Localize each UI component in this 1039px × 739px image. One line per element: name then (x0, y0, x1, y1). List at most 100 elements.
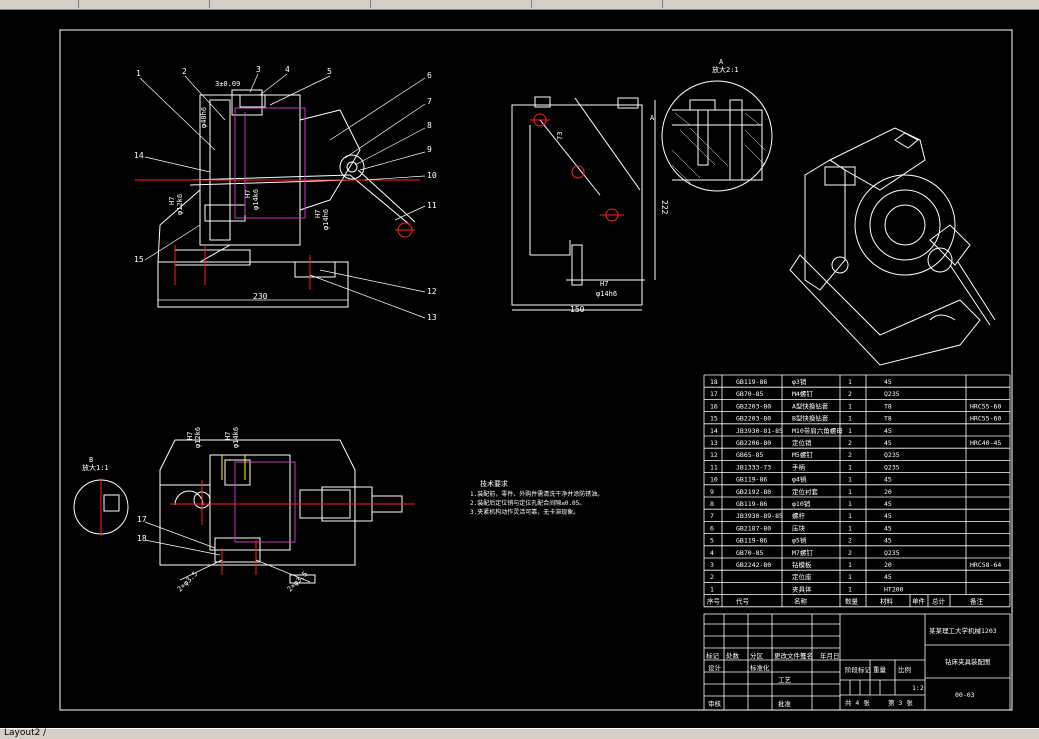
balloon-10: 10 (427, 171, 437, 180)
bom-header: 总计 (932, 597, 946, 606)
dim-fit3: H7 (314, 210, 322, 218)
balloon-7: 7 (427, 97, 432, 106)
bom-cell: GB2242-80 (736, 561, 771, 569)
bom-cell: Q235 (884, 463, 900, 471)
title-school: 某某理工大学机械1203 (929, 626, 997, 635)
tb-label-0: 标记 (706, 651, 720, 660)
bom-cell: GB119-86 (736, 476, 767, 484)
balloon-18: 18 (137, 534, 147, 543)
bom-cell: 20 (884, 488, 892, 496)
bom-cell: 45 (884, 537, 892, 545)
bom-cell: M5螺钉 (792, 450, 813, 459)
bom-header: 数量 (845, 597, 859, 606)
balloon-9: 9 (427, 145, 432, 154)
bom-cell: GB2206-80 (736, 439, 771, 447)
bom-header: 单件 (912, 597, 926, 606)
bom-cell: 1 (848, 512, 852, 520)
balloon-3: 3 (256, 65, 261, 74)
tb-label-9: 重量 (873, 666, 887, 674)
bom-cell: 2 (848, 537, 852, 545)
tech-notes: 技术要求 1.装配前，零件、外购件需清洗干净并涂防锈油。 2.装配后定位销与定位… (470, 479, 603, 516)
bom-cell: GB70-85 (736, 390, 763, 398)
tech-note-title: 技术要求 (480, 479, 508, 488)
bom-cell: φ4销 (792, 475, 807, 484)
balloon-4: 4 (285, 65, 290, 74)
title-block-text: 某某理工大学机械1203 钻床夹具装配图 00-03 1:2 共 4 张 第 3… (706, 626, 997, 708)
bom-cell: T8 (884, 402, 892, 410)
detail-a-hatch (671, 112, 766, 184)
plan-view-red (170, 480, 415, 575)
bom-cell: 1 (710, 585, 714, 593)
dim-fit1b: φ12k6 (176, 194, 184, 215)
tb-label-10: 比例 (898, 665, 911, 674)
front-view-leaders (139, 73, 426, 319)
title-block (703, 613, 1011, 711)
balloon-8: 8 (427, 121, 432, 130)
bom-header: 代号 (736, 597, 750, 606)
side-dim-fit: H7 (600, 280, 608, 288)
dim-fit2: H7 (244, 190, 252, 198)
bom-cell: GB2203-80 (736, 402, 771, 410)
bom-cell: JB3930-81-85 (736, 427, 783, 435)
layout-tab[interactable]: Layout2 / (0, 728, 1039, 739)
side-dim-h1: 73 (556, 132, 564, 140)
bom-cell: φ3销 (792, 377, 807, 386)
bom-cell: 45 (884, 439, 892, 447)
bom-cell: 10 (710, 476, 718, 484)
side-view-red (530, 113, 624, 222)
bom-cell: 15 (710, 415, 718, 423)
balloon-5: 5 (327, 67, 332, 76)
title-drawing-no: 00-03 (955, 691, 975, 699)
plan-view-yellow (221, 455, 246, 480)
bom-cell: 11 (710, 463, 718, 471)
tb-label-12: 工艺 (778, 676, 792, 684)
bom-cell: GB119-86 (736, 537, 767, 545)
bom-cell: 45 (884, 512, 892, 520)
bom-cell: 2 (848, 451, 852, 459)
bom-cell: 1 (848, 561, 852, 569)
bom-cell: GB119-86 (736, 378, 767, 386)
bom-cell: 手柄 (792, 462, 806, 471)
bom-cell: 定位座 (792, 572, 812, 581)
bom-cell: 18 (710, 378, 718, 386)
plan-view (159, 439, 408, 584)
balloon-15: 15 (134, 255, 144, 264)
detail-b-label: B (89, 456, 93, 464)
bom-cell: 45 (884, 427, 892, 435)
bom-cell: 45 (884, 524, 892, 532)
bom-cell: A型快换钻套 (792, 401, 829, 410)
drawing-canvas[interactable]: 1 2 3 4 5 6 7 8 9 10 11 12 13 14 15 230 … (0, 10, 1039, 728)
bom-cell: 13 (710, 439, 718, 447)
title-sheet-no: 第 3 张 (888, 698, 913, 707)
bom-cell: HT200 (884, 585, 904, 593)
bom-cell: 5 (710, 537, 714, 545)
layout-tab-label[interactable]: Layout2 / (4, 728, 47, 738)
side-dim-height: 222 (660, 200, 669, 215)
bom-cell: 1 (848, 378, 852, 386)
plan-dim-ch1: 2×φ3.5 (176, 570, 200, 594)
front-view-red (135, 179, 420, 290)
bom-cell: 2 (710, 573, 714, 581)
balloon-11: 11 (427, 201, 437, 210)
tb-label-11: 审核 (708, 699, 722, 708)
bom-cell: 1 (848, 488, 852, 496)
bom-cell: GB2203-80 (736, 415, 771, 423)
tb-label-3: 更改文件号 (774, 651, 807, 660)
balloon-12: 12 (427, 287, 437, 296)
bom-cell: 1 (848, 402, 852, 410)
front-view-balloons: 1 2 3 4 5 6 7 8 9 10 11 12 13 14 15 230 … (134, 65, 437, 322)
tb-label-13: 批准 (778, 699, 792, 708)
bom-cell: φ5销 (792, 536, 807, 545)
dim-tol: 3±0.09 (215, 80, 240, 88)
plan-dim-fit1: H7 (186, 432, 194, 440)
bom-cell: 1 (848, 500, 852, 508)
bom-table (703, 374, 1011, 608)
bom-cell: 45 (884, 378, 892, 386)
bom-cell: HRC55-60 (970, 415, 1001, 423)
bom-cell: HRC55-60 (970, 402, 1001, 410)
plan-dim-fit1b: φ12k6 (194, 427, 202, 448)
side-dim-width: 150 (570, 305, 585, 314)
bom-cell: 14 (710, 427, 718, 435)
bom-cell: 压块 (792, 523, 806, 532)
